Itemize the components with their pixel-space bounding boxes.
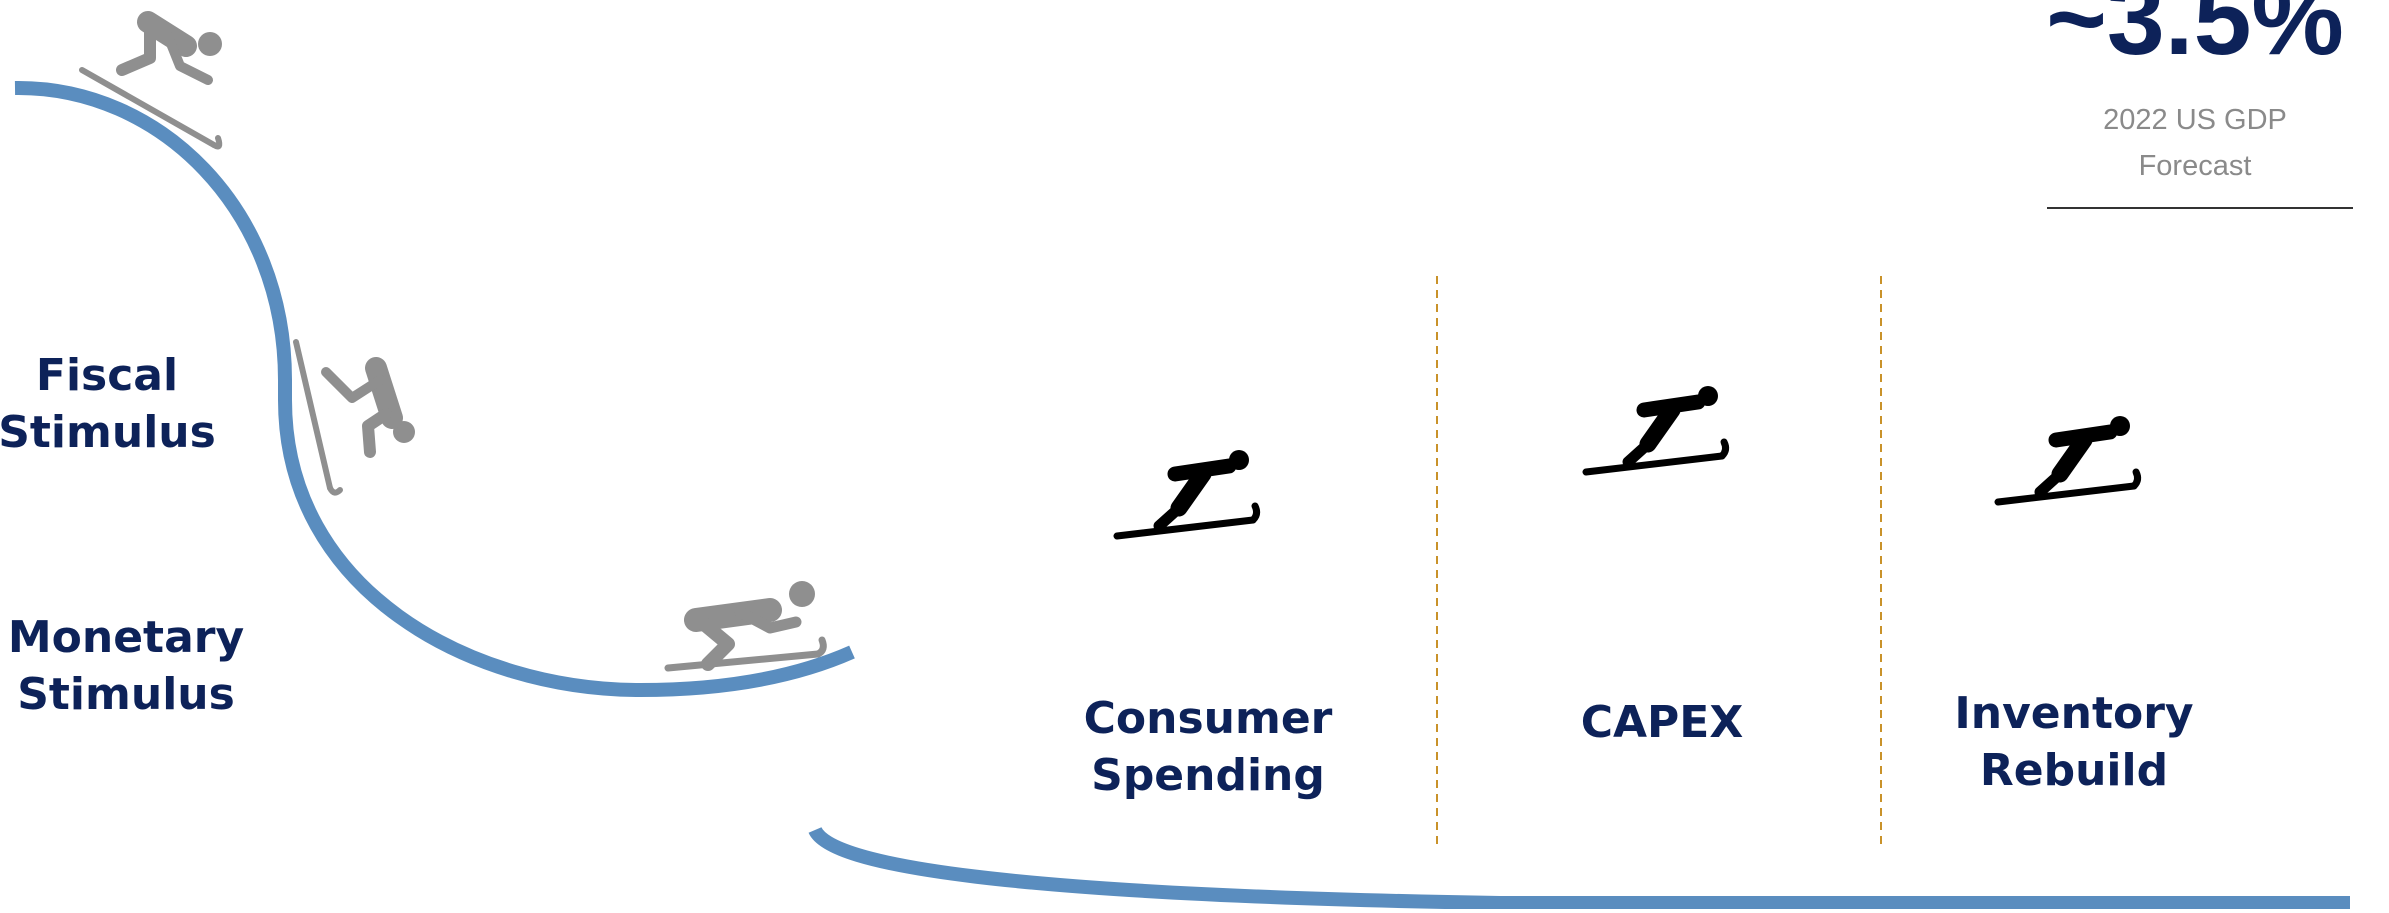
inventory-rebuild-label: Inventory Rebuild bbox=[1954, 688, 2194, 796]
recovery-curve bbox=[808, 826, 2350, 910]
consumer-spending-label: Consumer Spending bbox=[1083, 693, 1333, 801]
ski-jumper-icon bbox=[1117, 450, 1257, 536]
gdp-forecast-value: ~3.5% bbox=[2046, 0, 2344, 77]
downhill-curve bbox=[14, 80, 855, 698]
ski-jumper-icon bbox=[1998, 416, 2138, 502]
monetary-stimulus-label: Monetary Stimulus bbox=[7, 612, 245, 720]
skier-icon bbox=[668, 581, 823, 668]
fiscal-stimulus-label: Fiscal Stimulus bbox=[0, 350, 216, 458]
gdp-forecast-label: 2022 US GDP Forecast bbox=[2103, 104, 2287, 182]
ski-jumper-icon bbox=[1586, 386, 1726, 472]
skier-icon bbox=[79, 11, 223, 150]
skier-icon bbox=[293, 339, 415, 496]
forecast-underline bbox=[2047, 207, 2353, 209]
capex-label: CAPEX bbox=[1580, 697, 1744, 748]
